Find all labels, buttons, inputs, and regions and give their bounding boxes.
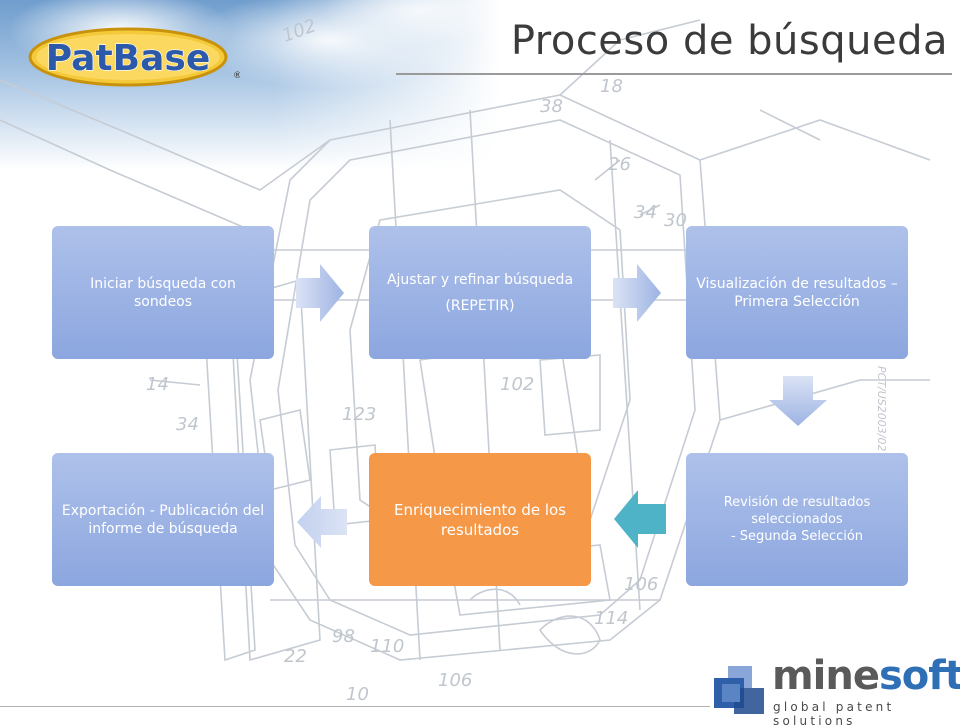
step-label: Iniciar búsqueda con sondeos xyxy=(90,275,236,310)
logo-wordmark: PatBase xyxy=(46,38,211,79)
arrow-right-icon xyxy=(296,264,344,322)
step-sublabel: - Segunda Selección xyxy=(730,529,864,544)
arrow-down-icon xyxy=(769,376,827,426)
blueprint-label: 110 xyxy=(370,636,404,657)
step-label: Visualización de resultados – Primera Se… xyxy=(696,275,898,310)
blueprint-label: 14 xyxy=(146,374,169,395)
step-start-search: Iniciar búsqueda con sondeos xyxy=(52,226,274,359)
blueprint-label: 98 xyxy=(332,626,355,647)
blueprint-label: 18 xyxy=(600,76,623,97)
blueprint-label: PCT/US2003/027887 xyxy=(875,366,888,479)
blueprint-label: 106 xyxy=(624,574,658,595)
arrow-left-icon xyxy=(297,496,347,548)
step-enrich-results: Enriquecimiento de los resultados xyxy=(369,453,591,586)
step-label: Ajustar y refinar búsqueda xyxy=(386,271,574,288)
step-label: Enriquecimiento de los resultados xyxy=(393,500,566,539)
blueprint-label: 114 xyxy=(594,608,628,629)
blueprint-label: 38 xyxy=(540,96,563,117)
patbase-logo: PatBase ® xyxy=(28,27,240,87)
minesoft-logo-icon xyxy=(714,666,764,714)
blueprint-label: 34 xyxy=(176,414,199,435)
minesoft-wordmark: minesoft xyxy=(772,652,960,700)
blueprint-label: 30 xyxy=(664,210,687,231)
page-title: Proceso de búsqueda xyxy=(510,18,948,64)
blueprint-label: 123 xyxy=(342,404,376,425)
arrow-right-icon xyxy=(613,264,661,322)
step-repeat-note: (REPETIR) xyxy=(445,297,515,314)
blueprint-label: 10 xyxy=(346,684,369,705)
blueprint-label: 34 xyxy=(634,202,657,223)
step-view-results: Visualización de resultados – Primera Se… xyxy=(686,226,908,359)
step-label: Revisión de resultados seleccionados xyxy=(723,495,871,527)
blueprint-label: 106 xyxy=(438,670,472,691)
arrow-left-icon xyxy=(614,490,666,548)
step-review-results: Revisión de resultados seleccionados - S… xyxy=(686,453,908,586)
blueprint-label: 102 xyxy=(500,374,534,395)
blueprint-label: 102 xyxy=(280,15,319,46)
brand-main: mine xyxy=(772,653,880,699)
step-refine-search: Ajustar y refinar búsqueda (REPETIR) xyxy=(369,226,591,359)
step-label: Exportación - Publicación del informe de… xyxy=(61,502,265,537)
step-export-report: Exportación - Publicación del informe de… xyxy=(52,453,274,586)
brand-accent: soft xyxy=(879,653,960,699)
registered-mark: ® xyxy=(233,71,240,81)
footer-rule xyxy=(0,706,710,707)
blueprint-label: 22 xyxy=(284,646,307,667)
blueprint-label: 26 xyxy=(608,154,631,175)
title-underline xyxy=(396,73,952,75)
sky-banner xyxy=(0,0,500,170)
minesoft-tagline: global patent solutions xyxy=(773,700,895,728)
